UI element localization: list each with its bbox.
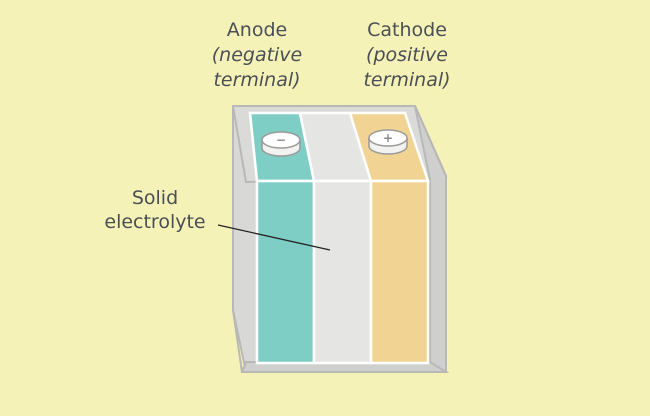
electrolyte-leader-line (217, 224, 331, 251)
electrolyte-label-line-2: electrolyte (104, 211, 206, 233)
anode-title: Anode (226, 19, 288, 41)
cathode-subtitle-2: terminal) (363, 69, 451, 91)
positive-symbol: + (383, 131, 393, 145)
negative-terminal-icon: − (261, 131, 301, 157)
cathode-label: Cathode (positive terminal) (332, 18, 482, 93)
negative-symbol: − (276, 133, 286, 147)
cathode-subtitle-1: (positive (366, 44, 448, 66)
positive-terminal-icon: + (368, 129, 408, 155)
cathode-layer (369, 179, 430, 365)
casing-outline (232, 105, 447, 373)
electrolyte-label: Solid electrolyte (80, 186, 230, 234)
electrolyte-label-line-1: Solid (131, 187, 179, 209)
anode-subtitle-1: (negative (211, 44, 303, 66)
anode-label: Anode (negative terminal) (182, 18, 332, 93)
anode-subtitle-2: terminal) (213, 69, 301, 91)
anode-layer (255, 179, 316, 365)
cathode-title: Cathode (367, 19, 447, 41)
electrolyte-layer (312, 179, 373, 365)
